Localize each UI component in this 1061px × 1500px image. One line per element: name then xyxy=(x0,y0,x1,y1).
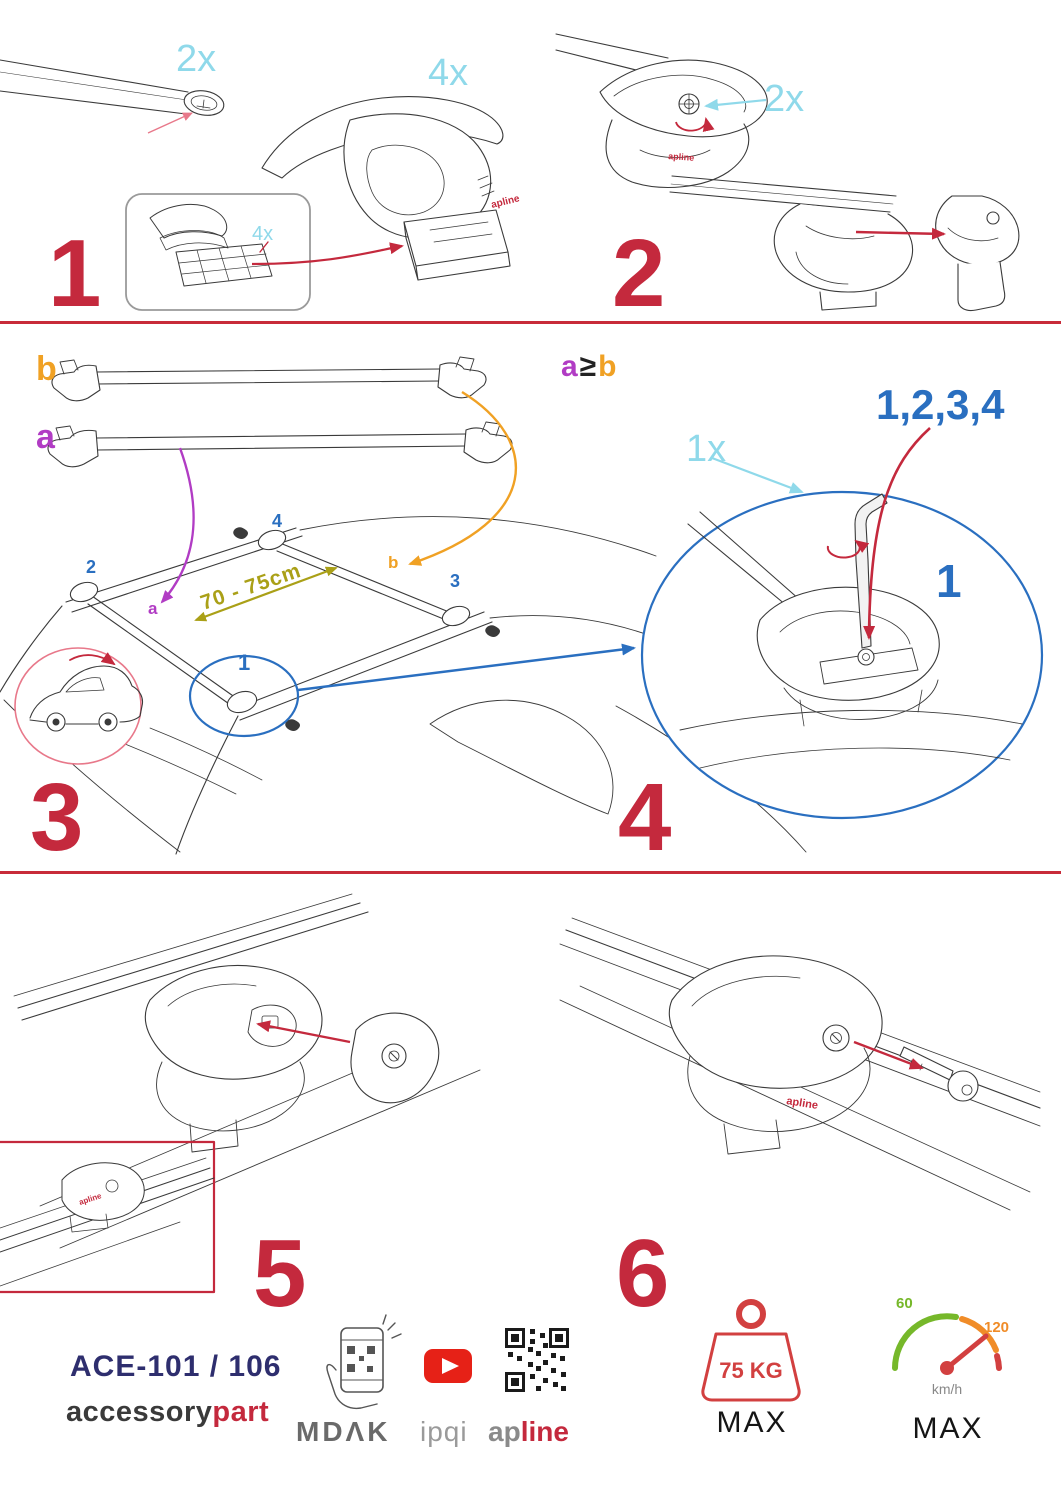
step1-pad-inset xyxy=(125,193,311,311)
max-speed-label: MAX xyxy=(912,1412,984,1445)
step3-car-inset xyxy=(14,647,144,765)
step4-number: 4 xyxy=(618,764,671,871)
step1-foot-drawing xyxy=(261,96,511,281)
step4-tool-quantity: 1x xyxy=(686,428,727,470)
step2-attach-arrow xyxy=(855,227,946,240)
brand-wordmark: accessorypart xyxy=(66,1398,269,1427)
rule-a: a xyxy=(561,350,578,383)
speed-unit: km/h xyxy=(931,1381,963,1397)
step2-qty-arrow xyxy=(704,98,767,111)
apline-suffix: line xyxy=(520,1416,569,1447)
speedometer-icon xyxy=(892,1313,1002,1375)
roof-position-4: 4 xyxy=(272,511,283,531)
step2-turn-arrow xyxy=(675,117,715,133)
step5-number: 5 xyxy=(253,1220,306,1327)
foot-logo: apline xyxy=(668,151,695,163)
step4-tighten-sequence: 1,2,3,4 xyxy=(876,381,1005,428)
phone-scan-icon xyxy=(326,1314,402,1410)
step5-drawing xyxy=(13,893,481,1249)
step1-foot-quantity: 4x xyxy=(428,52,469,94)
step2-number: 2 xyxy=(612,220,665,327)
speed-tick-60: 60 xyxy=(896,1295,913,1312)
rule-b: b xyxy=(598,350,617,383)
step1-pad-arrow xyxy=(251,242,404,266)
foot-logo: apline xyxy=(786,1095,819,1112)
brand-suffix: part xyxy=(212,1396,270,1428)
step3-distance-arrow xyxy=(194,566,338,622)
section-divider-1 xyxy=(0,321,1061,324)
qr-code-icon xyxy=(505,1328,569,1392)
roof-bar-b-marker: b xyxy=(388,553,399,572)
step5-insert-arrow xyxy=(256,1020,351,1044)
partner-ipqi: ipqi xyxy=(420,1416,468,1447)
roof-position-2: 2 xyxy=(86,557,97,577)
rule-operator: ≥ xyxy=(579,350,597,383)
step2-screw-quantity: 2x xyxy=(764,78,805,120)
step1-number: 1 xyxy=(48,220,101,327)
step5-inset xyxy=(0,1140,216,1294)
apline-prefix: ap xyxy=(488,1416,521,1447)
max-load-label: MAX xyxy=(716,1406,788,1439)
step4-tighten-arrow xyxy=(863,427,931,640)
step3-bar-a-drawing xyxy=(47,421,513,468)
model-number: ACE-101 / 106 xyxy=(70,1350,282,1383)
step6-key-arrow xyxy=(853,1040,924,1070)
youtube-icon xyxy=(424,1349,472,1383)
step3-bar-b-drawing xyxy=(51,356,487,402)
step3-bar-a-arrow xyxy=(160,447,195,604)
foot-logo: apline xyxy=(490,193,521,211)
roof-position-1: 1 xyxy=(238,650,251,675)
step2-assembly-drawing xyxy=(669,175,1020,312)
step6-number: 6 xyxy=(616,1220,669,1327)
partner-mdak: MDΛK xyxy=(296,1416,391,1447)
step6-drawing xyxy=(559,917,1041,1211)
step1-bar-pointer-arrow xyxy=(147,112,193,134)
step4-rotate-arrow xyxy=(826,539,870,559)
step4-closeup-drawing xyxy=(679,493,1023,769)
max-load-icon xyxy=(701,1299,801,1402)
step3-bar-b-label: b xyxy=(36,350,57,388)
apline-wordmark: apline xyxy=(488,1418,569,1446)
step1-pad-quantity: 4x xyxy=(252,223,274,245)
section-divider-2 xyxy=(0,871,1061,874)
brand-name: accessory xyxy=(66,1396,213,1428)
roof-bar-a-marker: a xyxy=(148,599,158,618)
step1-crossbar-drawing xyxy=(0,59,225,116)
max-load-value: 75 KG xyxy=(719,1358,783,1383)
step3-number: 3 xyxy=(30,764,83,871)
step3-bar-b-arrow xyxy=(408,390,518,566)
step2-top-foot-drawing xyxy=(555,33,768,189)
step1-bar-quantity: 2x xyxy=(176,38,217,80)
step3-to-step4-arrow xyxy=(297,643,636,692)
step4-tool-arrow xyxy=(711,456,804,494)
roof-position-3: 3 xyxy=(450,571,461,591)
step4-step-marker: 1 xyxy=(936,555,962,607)
step3-detail-circle xyxy=(188,654,300,738)
step3-bar-a-label: a xyxy=(36,418,55,456)
step3-length-rule: a≥b xyxy=(560,352,617,382)
speed-tick-120: 120 xyxy=(984,1319,1010,1336)
